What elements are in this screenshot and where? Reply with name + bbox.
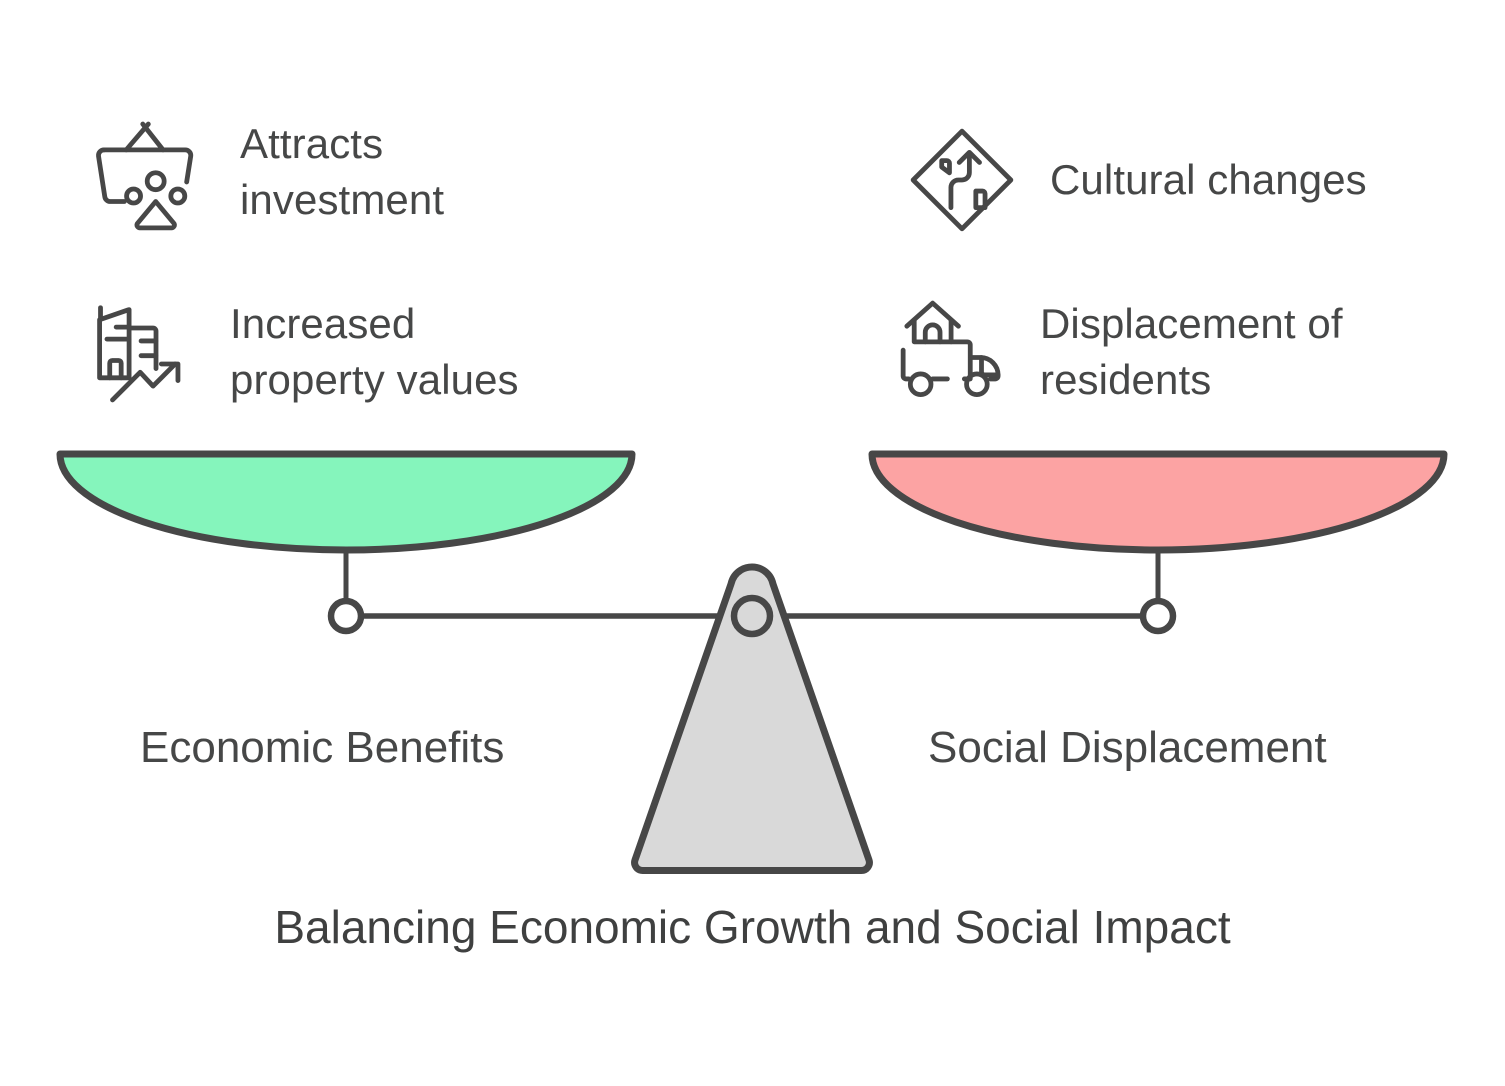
shopping-basket-investment-icon <box>88 108 216 236</box>
benefit-label-increased-property-values: Increased property values <box>230 300 519 403</box>
scale-pan-right <box>868 450 1448 612</box>
drawback-item-cultural-changes: Cultural changes <box>898 116 1458 244</box>
balance-scale-graphic <box>56 450 1448 874</box>
scale-pan-left <box>56 450 636 612</box>
pan-right-bowl <box>868 450 1448 554</box>
drawback-label-displacement-of-residents: Displacement of residents <box>1040 300 1343 403</box>
drawback-item-displacement-of-residents: Displacement of residents <box>888 288 1468 416</box>
beam-joint-right <box>1139 597 1177 635</box>
house-moving-truck-icon <box>888 288 1016 416</box>
side-label-economic-benefits: Economic Benefits <box>140 723 505 772</box>
beam-joint-left <box>327 597 365 635</box>
drawback-label-cultural-changes: Cultural changes <box>1050 156 1367 204</box>
infographic-caption: Balancing Economic Growth and Social Imp… <box>274 901 1231 953</box>
scale-fulcrum <box>631 563 873 874</box>
pan-left-bowl <box>56 450 636 554</box>
benefit-item-increased-property-values: Increased property values <box>78 288 618 416</box>
fulcrum-pivot-circle <box>730 594 774 638</box>
benefit-label-attracts-investment: Attracts investment <box>240 120 445 223</box>
benefit-item-attracts-investment: Attracts investment <box>88 108 558 236</box>
road-sign-winding-road-icon <box>898 116 1026 244</box>
building-growth-chart-icon <box>78 288 206 416</box>
side-label-social-displacement: Social Displacement <box>928 723 1327 772</box>
